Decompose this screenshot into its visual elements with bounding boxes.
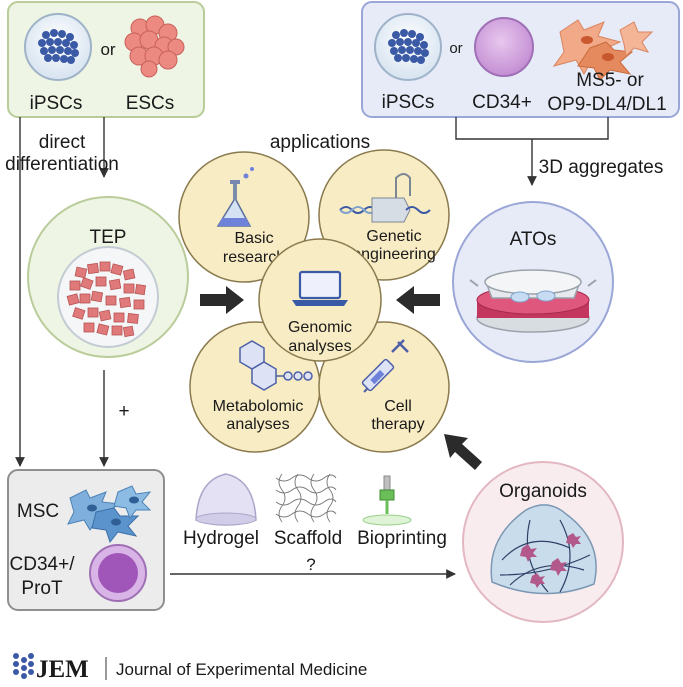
ipscs-label-right: iPSCs [382, 92, 435, 113]
esc-cluster-icon [124, 15, 185, 78]
basic-label-line1: Basic [234, 230, 273, 247]
or-text-left: or [100, 40, 115, 59]
arrow-tep-to-apps [200, 286, 244, 314]
scaffold-label: Scaffold [274, 528, 342, 549]
dna-tool-icon [339, 173, 431, 223]
aggregates-label: 3D aggregates [539, 157, 664, 178]
cell-label-line2: therapy [371, 416, 424, 433]
cd34-prot-label-line2: ProT [21, 578, 63, 599]
jem-logo-text: JEM [36, 656, 89, 683]
basic-label-line2: research [223, 249, 285, 266]
metabolomic-label-line2: analyses [226, 416, 289, 433]
scaffold-icon [275, 473, 337, 523]
top-left-panel: or iPSCs ESCs [7, 1, 205, 118]
organoid-icon [490, 504, 597, 595]
msc-cells-icon [67, 485, 152, 544]
atos-label: ATOs [510, 229, 557, 250]
cd34-cell-icon [474, 17, 534, 77]
or-text-right: or [449, 40, 462, 57]
applications-title: applications [270, 132, 370, 153]
stromal-cells-icon [552, 19, 654, 81]
block-arrows [200, 286, 482, 470]
arrow-atos-to-apps [396, 286, 440, 314]
genomic-label-line2: analyses [288, 338, 351, 355]
tep-label: TEP [90, 227, 127, 248]
syringe-icon [361, 339, 409, 393]
hydrogel-icon [195, 473, 257, 526]
ipsc-dish-icon [24, 13, 92, 81]
genetic-label-line2: engineering [352, 246, 436, 263]
cd34-prot-label-line1: CD34+/ [10, 554, 76, 575]
transwell-icon [469, 269, 597, 333]
app-basic-research: Basic research [178, 151, 310, 283]
ipscs-label-left: iPSCs [30, 93, 83, 114]
genomic-label-line1: Genomic [288, 319, 352, 336]
stroma-label-line2: OP9-DL4/DL1 [547, 94, 666, 115]
molecule-icon [239, 340, 313, 391]
escs-label: ESCs [126, 93, 175, 114]
journal-name: Journal of Experimental Medicine [116, 660, 367, 679]
bioprinting-label: Bioprinting [357, 528, 447, 549]
direct-label-line1: direct [39, 132, 86, 153]
flask-icon [216, 167, 254, 227]
arrow-organoids-to-apps [444, 434, 482, 470]
tep-node: TEP [27, 196, 189, 358]
app-cell-therapy: Cell therapy [318, 321, 450, 453]
jem-logo: JEM [13, 653, 89, 683]
cell-label-line1: Cell [384, 398, 412, 415]
prot-cell-icon [89, 544, 147, 602]
top-right-panel: or iPSCs CD34+ MS5- or OP9-DL4/DL1 [361, 1, 680, 118]
app-genomic-analyses: Genomic analyses [258, 238, 382, 362]
atos-node: ATOs [452, 201, 614, 363]
metabolomic-label-line1: Metabolomic [213, 398, 304, 415]
stroma-label-line1: MS5- or [576, 70, 644, 91]
jem-logo-mark-icon [13, 653, 34, 679]
organoids-label: Organoids [499, 481, 587, 502]
genetic-label-line1: Genetic [366, 228, 421, 245]
bottom-left-panel: MSC CD34+/ ProT [7, 469, 165, 611]
connectors [15, 117, 609, 579]
tep-dish-icon [57, 246, 159, 348]
bioprinter-icon [362, 475, 412, 526]
plus-sign: + [118, 401, 129, 422]
cd34-label-top: CD34+ [472, 92, 532, 113]
direct-label-line2: differentiation [5, 154, 119, 175]
laptop-icon [292, 270, 348, 306]
msc-label: MSC [17, 501, 59, 522]
ipsc-dish-icon [374, 13, 442, 81]
organoids-node: Organoids [462, 461, 624, 623]
hydrogel-label: Hydrogel [183, 528, 259, 549]
question-mark: ? [306, 555, 315, 574]
